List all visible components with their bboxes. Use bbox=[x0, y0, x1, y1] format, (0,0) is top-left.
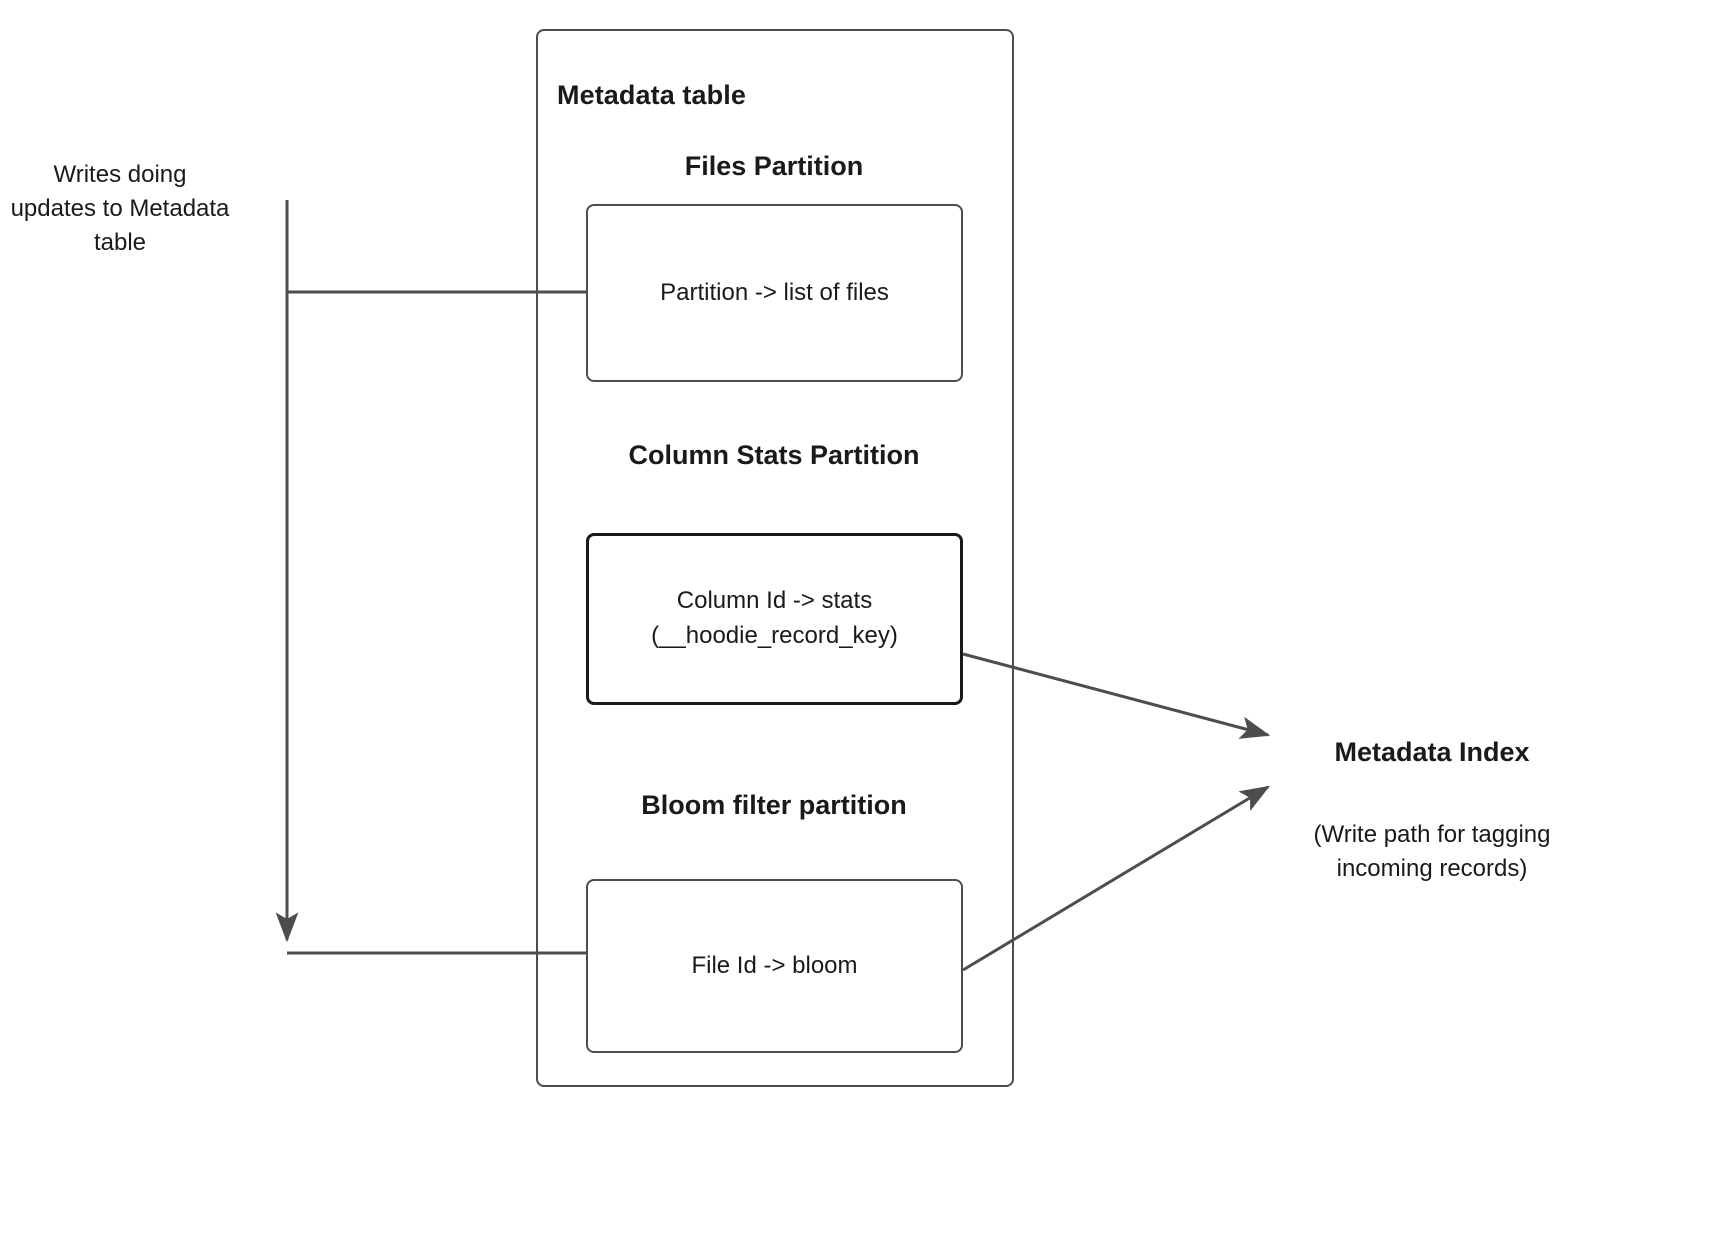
column-stats-box-line-2: (__hoodie_record_key) bbox=[651, 622, 898, 649]
files-partition-box[interactable]: Partition -> list of files bbox=[586, 204, 963, 382]
column-stats-box-text: Column Id -> stats (__hoodie_record_key) bbox=[641, 584, 908, 654]
files-partition-heading: Files Partition bbox=[684, 151, 864, 181]
bloom-filter-box-text: File Id -> bloom bbox=[691, 951, 858, 979]
metadata-index-caption: (Write path for tagging incoming records… bbox=[1313, 821, 1551, 883]
metadata-index-title: Metadata Index bbox=[1334, 737, 1530, 767]
files-partition-box-text: Partition -> list of files bbox=[660, 278, 889, 306]
writes-updates-note: Writes doing updates to Metadata table bbox=[10, 161, 230, 257]
column-stats-box-line-1: Column Id -> stats bbox=[676, 587, 873, 615]
metadata-table-title: Metadata table bbox=[557, 80, 746, 110]
column-stats-partition-box[interactable]: Column Id -> stats (__hoodie_record_key) bbox=[586, 533, 963, 705]
column-stats-partition-heading: Column Stats Partition bbox=[628, 440, 920, 470]
bloom-filter-partition-box[interactable]: File Id -> bloom bbox=[586, 879, 963, 1053]
metadata-table-container bbox=[536, 29, 1014, 1087]
bloom-filter-partition-heading: Bloom filter partition bbox=[641, 790, 907, 820]
